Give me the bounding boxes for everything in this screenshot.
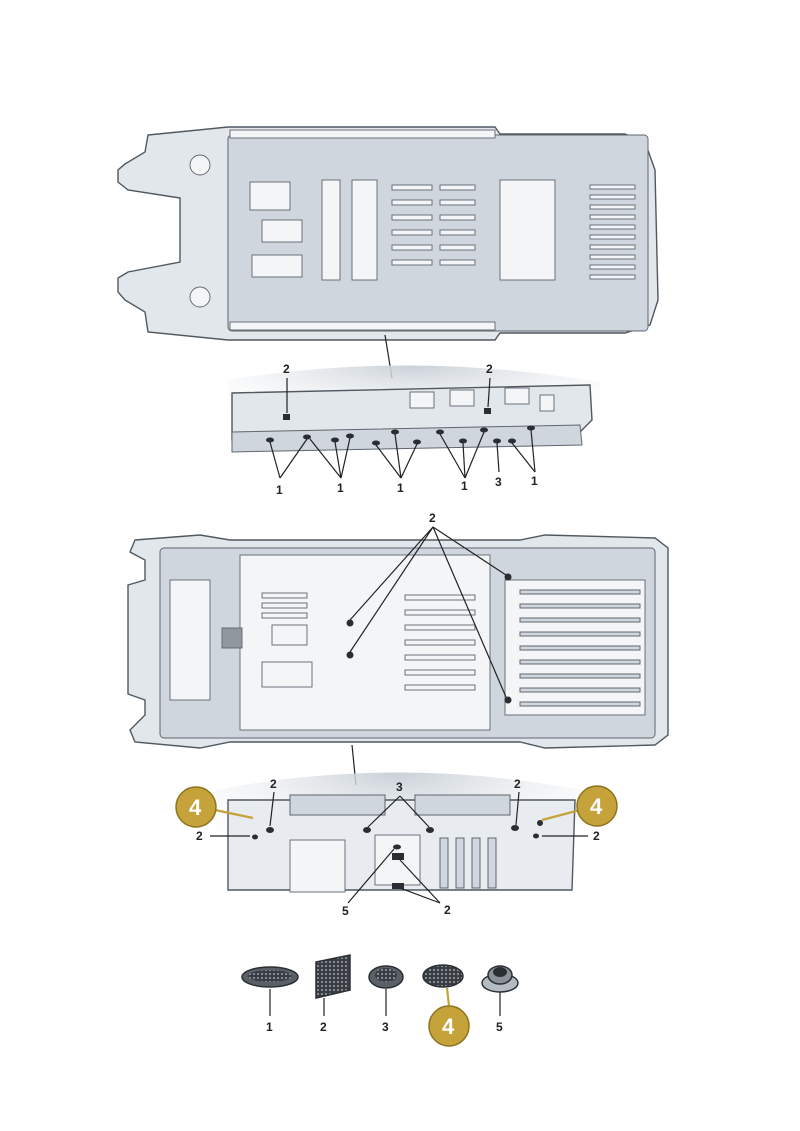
floor-hole	[504, 696, 512, 704]
part-label-1: 1	[266, 1020, 273, 1034]
sill-holes	[266, 425, 535, 446]
rear-hole	[393, 844, 401, 850]
sill-leaders	[269, 377, 536, 479]
floor-hole	[346, 619, 354, 627]
floor-leaders	[349, 526, 507, 698]
rear-pad	[392, 853, 404, 860]
callout-label-2: 2	[270, 777, 277, 791]
rear-hole	[363, 827, 371, 833]
callout-label-4: 4	[189, 795, 202, 820]
sill-pad-right	[484, 408, 491, 414]
sill-pad-left	[283, 414, 290, 420]
callout-label-3: 3	[495, 475, 502, 489]
callout-label-2: 2	[514, 777, 521, 791]
rear-hole	[252, 834, 258, 840]
parts-legend: 1 2 3 4 5	[241, 954, 519, 1047]
callout-label-2: 2	[283, 362, 290, 376]
callout-label-2: 2	[593, 829, 600, 843]
round-plug-icon	[368, 965, 404, 989]
rear-hole	[426, 827, 434, 833]
callout-label-2: 2	[486, 362, 493, 376]
highlight-callout-right: 4	[541, 785, 618, 827]
sill-detail-view	[228, 365, 600, 453]
flanged-grommet-icon	[481, 965, 519, 993]
part-label-2: 2	[320, 1020, 327, 1034]
rear-hole	[533, 833, 539, 839]
callout-label-2: 2	[196, 829, 203, 843]
highlight-callout-left: 4	[175, 786, 254, 828]
callout-label-1: 1	[397, 481, 404, 495]
round-mesh-plug-icon	[422, 964, 464, 988]
rear-hole	[266, 827, 274, 833]
rear-floor-detail-view	[215, 772, 580, 895]
callout-label-1: 1	[531, 474, 538, 488]
callout-label-4: 4	[590, 794, 603, 819]
underbody-top-view	[117, 126, 659, 341]
callout-label-1: 1	[276, 483, 283, 497]
rear-hole	[537, 820, 543, 826]
floor-hole	[504, 573, 512, 581]
callout-label-1: 1	[461, 479, 468, 493]
floor-hole	[346, 651, 354, 659]
part-label-3: 3	[382, 1020, 389, 1034]
callout-label-1: 1	[337, 481, 344, 495]
part-label-4: 4	[442, 1014, 455, 1039]
rear-pad	[392, 883, 404, 889]
callout-label-2: 2	[444, 903, 451, 917]
rear-hole	[511, 825, 519, 831]
rear-leaders	[210, 791, 588, 904]
square-pad-icon	[315, 954, 351, 999]
callout-label-3: 3	[396, 780, 403, 794]
underbody-bottom-view	[127, 534, 669, 749]
part-label-5: 5	[496, 1020, 503, 1034]
callout-label-2: 2	[429, 511, 436, 525]
oval-grommet-icon	[241, 966, 299, 988]
callout-label-5: 5	[342, 904, 349, 918]
